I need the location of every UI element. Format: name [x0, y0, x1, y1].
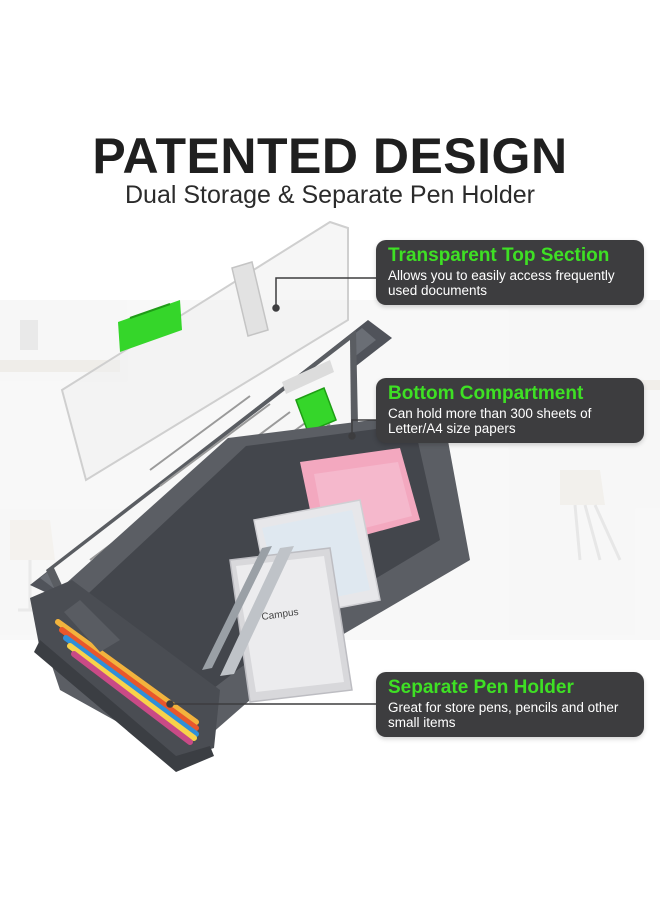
page-subtitle: Dual Storage & Separate Pen Holder — [125, 181, 535, 209]
callout-transparent-top: Transparent Top Section Allows you to ea… — [376, 240, 644, 305]
callout-bottom-compartment: Bottom Compartment Can hold more than 30… — [376, 378, 644, 443]
callout-description: Can hold more than 300 sheets of Letter/… — [388, 406, 592, 436]
callout-title: Bottom Compartment — [388, 383, 584, 404]
callout-leaders — [166, 277, 378, 708]
callout-pen-holder: Separate Pen Holder Great for store pens… — [376, 672, 644, 737]
notebook-brand-label: Campus — [261, 607, 299, 623]
callout-title: Separate Pen Holder — [388, 677, 574, 698]
page-title: PATENTED DESIGN — [92, 128, 568, 184]
callout-title: Transparent Top Section — [388, 245, 610, 266]
callout-description: Allows you to easily access frequently u… — [388, 268, 615, 298]
callout-description: Great for store pens, pencils and other … — [388, 700, 619, 730]
